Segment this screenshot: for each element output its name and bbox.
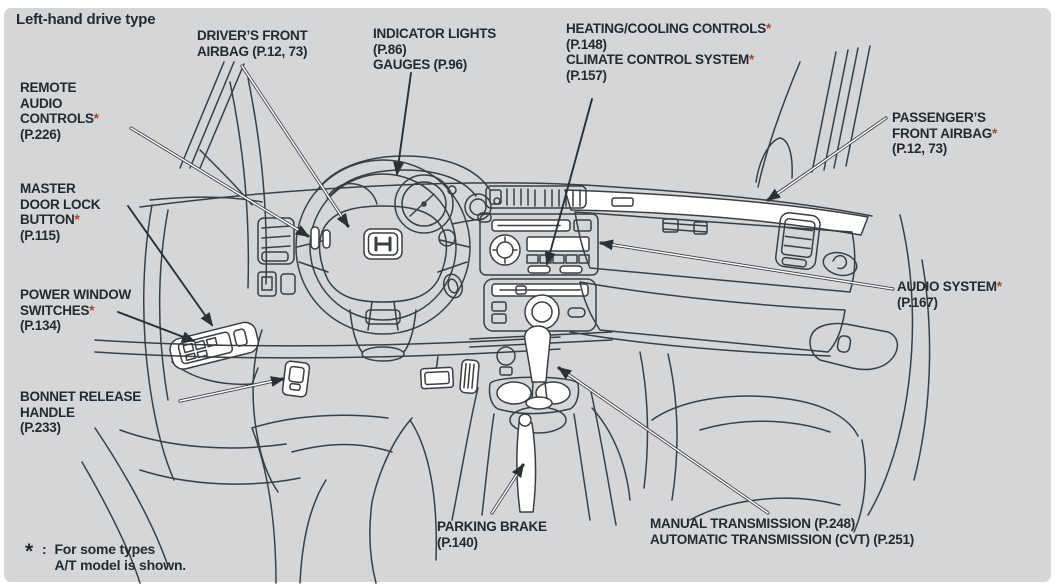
leader-drivers-front-airbag — [240, 64, 350, 228]
callout-line: REMOTE — [20, 80, 77, 95]
callout-heating-cooling-climate: HEATING/COOLING CONTROLS* (P.148) CLIMAT… — [566, 21, 771, 83]
callout-line: GAUGES (P.96) — [373, 57, 468, 72]
callout-line: AUDIO — [20, 95, 63, 111]
callout-line: (P.233) — [20, 420, 61, 435]
callout-line: BUTTON* — [20, 212, 80, 227]
footnote-asterisk: * — [25, 540, 33, 563]
callout-line: (P.140) — [437, 534, 478, 550]
callout-line: MASTER — [20, 181, 76, 196]
seats-and-floor — [251, 351, 866, 584]
callout-line: (P.226) — [20, 126, 61, 142]
callout-line: CLIMATE CONTROL SYSTEM* — [566, 52, 755, 67]
callout-line: (P.167) — [897, 294, 938, 310]
callout-line: FRONT AIRBAG* — [892, 125, 998, 141]
callout-line: HANDLE — [20, 404, 75, 420]
door-panel-right — [809, 214, 931, 516]
callout-line: SWITCHES* — [20, 302, 95, 318]
audio-head-unit — [479, 213, 599, 276]
callout-line: (P.134) — [20, 318, 61, 333]
callout-passengers-front-airbag: PASSENGER’S FRONT AIRBAG* (P.12, 73) — [892, 110, 997, 157]
page-title: Left-hand drive type — [16, 11, 156, 28]
pedals — [419, 356, 480, 394]
cup-holders — [488, 346, 580, 434]
dashboard-top — [139, 182, 873, 236]
gear-shifter — [523, 325, 553, 410]
callout-line: DOOR LOCK — [20, 196, 101, 212]
footnote: * : For some types A/T model is shown. — [25, 541, 186, 573]
callout-indicator-lights-gauges: INDICATOR LIGHTS (P.86) GAUGES (P.96) — [373, 26, 496, 73]
leader-audio-system — [599, 239, 895, 291]
ignition-switch — [442, 273, 464, 299]
footnote-text: For some types A/T model is shown. — [54, 541, 186, 573]
callout-line: AUDIO SYSTEM* — [897, 279, 1002, 294]
callout-remote-audio-controls: REMOTE AUDIO CONTROLS* (P.226) — [20, 80, 99, 142]
leader-master-door-lock — [127, 205, 214, 327]
parking-brake-lever — [451, 387, 617, 526]
callout-drivers-front-airbag: DRIVER’S FRONT AIRBAG (P.12, 73) — [197, 28, 308, 59]
footnote-line: A/T model is shown. — [54, 557, 186, 573]
callout-line: PARKING BRAKE — [437, 519, 547, 534]
honda-emblem — [363, 228, 403, 260]
callout-line: CONTROLS* — [20, 111, 99, 126]
callout-line: PASSENGER’S — [892, 110, 986, 125]
callout-line: AUTOMATIC TRANSMISSION (CVT) (P.251) — [650, 531, 915, 547]
leader-parking-brake — [490, 463, 525, 515]
callout-line: AIRBAG (P.12, 73) — [197, 43, 308, 59]
glovebox-handle — [662, 218, 679, 233]
leader-lines — [117, 64, 895, 515]
lower-dash — [81, 336, 561, 584]
callout-master-door-lock-button: MASTER DOOR LOCK BUTTON* (P.115) — [20, 181, 101, 243]
door-handle-right — [822, 251, 858, 277]
fog-light-switch — [257, 271, 277, 297]
callout-parking-brake: PARKING BRAKE (P.140) — [437, 519, 547, 550]
leader-indicator-gauges — [393, 72, 412, 176]
glovebox — [569, 197, 856, 357]
callout-line: (P.86) — [373, 41, 407, 57]
center-vents — [485, 185, 587, 209]
remote-audio-buttons — [310, 226, 320, 250]
callout-bonnet-release-handle: BONNET RELEASE HANDLE (P.233) — [20, 389, 141, 436]
callout-line: (P.148) — [566, 36, 607, 52]
callout-line: (P.157) — [566, 67, 607, 83]
footnote-colon: : — [41, 541, 47, 557]
callout-line: HEATING/COOLING CONTROLS* — [566, 21, 772, 36]
volume-knob — [489, 234, 521, 266]
a-pillar-right — [755, 45, 871, 188]
leader-bonnet-release — [178, 376, 285, 403]
climate-control-panel — [469, 278, 613, 348]
callout-line: (P.12, 73) — [892, 141, 948, 156]
bonnet-release-handle-drawing — [252, 329, 311, 493]
callout-line: (P.115) — [20, 227, 61, 243]
leader-remote-audio — [129, 126, 310, 238]
leader-power-window — [117, 311, 196, 342]
callout-line: DRIVER’S FRONT — [197, 28, 308, 43]
leader-transmission — [557, 366, 770, 515]
callout-audio-system: AUDIO SYSTEM* (P.167) — [897, 279, 1002, 310]
passenger-vent — [775, 212, 821, 270]
callout-line: BONNET RELEASE — [20, 389, 142, 404]
leader-passengers-front-airbag — [766, 116, 888, 202]
callout-line: POWER WINDOW — [20, 287, 131, 302]
callout-transmission: MANUAL TRANSMISSION (P.248) AUTOMATIC TR… — [650, 516, 914, 547]
callout-line: INDICATOR LIGHTS — [373, 26, 496, 41]
callout-power-window-switches: POWER WINDOW SWITCHES* (P.134) — [20, 287, 131, 334]
callout-line: MANUAL TRANSMISSION (P.248) — [650, 516, 856, 531]
footnote-line: For some types — [54, 541, 156, 557]
armrest-right — [809, 322, 899, 371]
leader-heating-climate — [544, 98, 593, 266]
audio-display — [526, 236, 590, 252]
instrument-cluster — [315, 155, 501, 234]
steering-wheel — [295, 159, 471, 362]
